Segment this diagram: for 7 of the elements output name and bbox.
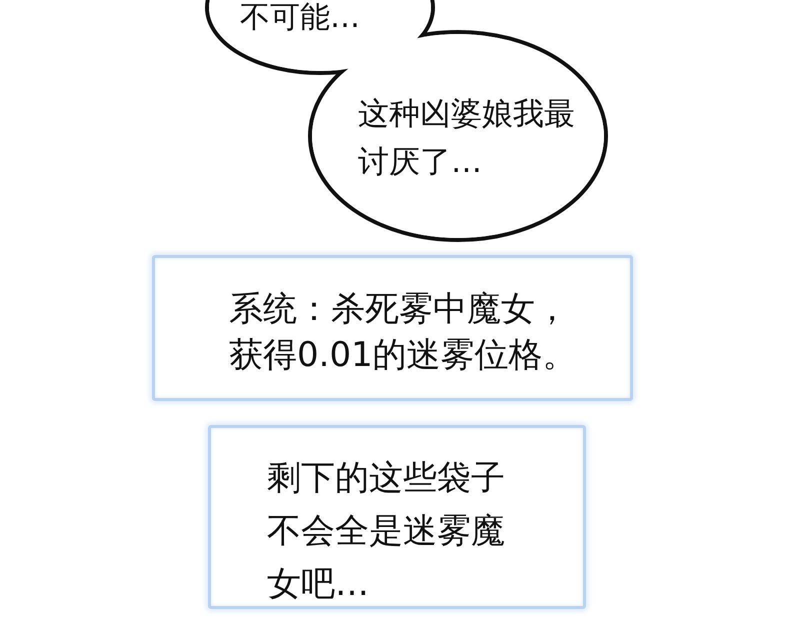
speech-bubble [308,30,608,242]
narration-text: 系统：杀死雾中魔女，获得0.01的迷雾位格。 [229,288,578,377]
dialogue-text: 不可能… [240,0,361,37]
dialogue-text: 这种凶婆娘我最讨厌了… [358,95,576,182]
narration-box [208,425,586,609]
narration-text: 剩下的这些袋子不会全是迷雾魔女吧… [267,457,506,606]
narration-box [152,255,633,401]
